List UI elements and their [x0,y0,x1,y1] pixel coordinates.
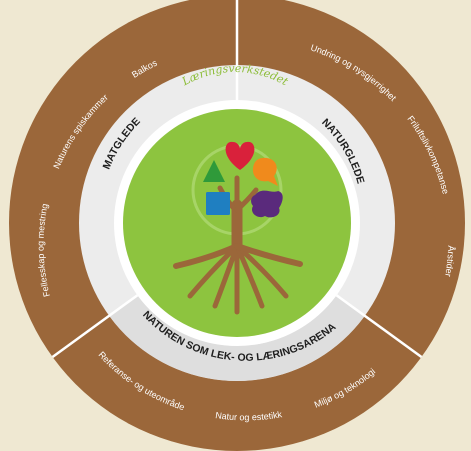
divider-bottom-left [51,294,139,359]
svg-text:Natur og estetikk: Natur og estetikk [215,409,284,422]
natur-estetikk-label: Natur og estetikk [215,409,284,422]
square-icon [206,192,230,215]
triangle-icon [203,160,225,182]
arstider-label: Årstider [443,245,456,277]
divider-bottom-right [335,294,423,359]
tree-icon [173,175,303,315]
blob-icon [251,190,283,218]
speech-bubble-icon [252,157,278,186]
middle-ring-bottom-segment [109,295,365,381]
svg-text:Årstider: Årstider [443,245,456,277]
heart-icon [225,141,255,170]
